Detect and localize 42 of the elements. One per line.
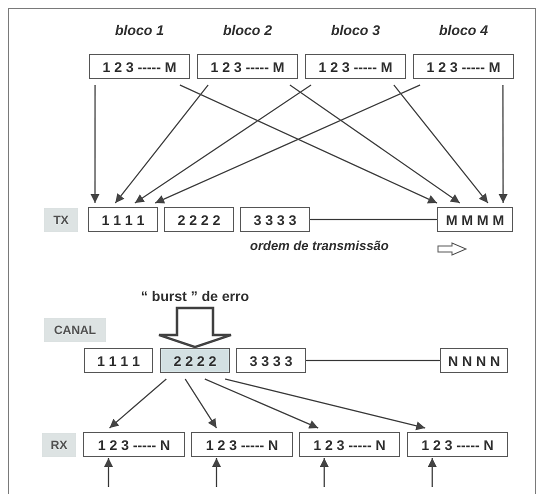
row-tag: CANAL bbox=[44, 318, 106, 342]
block-title: bloco 2 bbox=[222, 22, 273, 38]
arrow bbox=[320, 458, 329, 487]
row-tag: TX bbox=[44, 208, 78, 232]
block-arrow bbox=[158, 306, 232, 348]
data-segment: M M M M bbox=[437, 207, 513, 232]
block-title: bloco 4 bbox=[438, 22, 489, 38]
arrow bbox=[204, 378, 318, 429]
arrow bbox=[104, 458, 113, 487]
arrow bbox=[184, 378, 218, 428]
error-caption: “ burst ” de erro bbox=[120, 288, 270, 306]
arrow bbox=[224, 378, 426, 430]
arrow bbox=[498, 85, 508, 203]
data-segment: N N N N bbox=[440, 348, 508, 373]
data-segment: 1 1 1 1 bbox=[84, 348, 153, 373]
arrow bbox=[393, 84, 488, 204]
data-block: 1 2 3 ----- M bbox=[197, 54, 298, 79]
arrow bbox=[290, 84, 460, 204]
arrow bbox=[90, 85, 100, 203]
arrow bbox=[114, 84, 209, 204]
data-segment: 3 3 3 3 bbox=[240, 207, 310, 232]
data-segment: 1 2 3 ----- N bbox=[299, 432, 400, 457]
data-block: 1 2 3 ----- M bbox=[89, 54, 190, 79]
data-segment: 2 2 2 2 bbox=[164, 207, 234, 232]
connector-line bbox=[310, 218, 437, 220]
block-title: bloco 3 bbox=[330, 22, 381, 38]
arrow bbox=[134, 84, 312, 204]
connector-line bbox=[306, 360, 440, 362]
block-title: bloco 1 bbox=[114, 22, 165, 38]
data-segment: 1 2 3 ----- N bbox=[407, 432, 508, 457]
data-segment: 1 1 1 1 bbox=[88, 207, 158, 232]
data-segment: 3 3 3 3 bbox=[236, 348, 306, 373]
error-segment: 2 2 2 2 bbox=[160, 348, 230, 373]
arrow bbox=[212, 458, 221, 487]
arrow bbox=[109, 378, 167, 428]
data-segment: 1 2 3 ----- N bbox=[191, 432, 293, 457]
arrow bbox=[428, 458, 437, 487]
data-segment: 1 2 3 ----- N bbox=[83, 432, 185, 457]
data-block: 1 2 3 ----- M bbox=[413, 54, 514, 79]
caption-text: ordem de transmissão bbox=[250, 238, 390, 253]
data-block: 1 2 3 ----- M bbox=[305, 54, 406, 79]
row-tag: RX bbox=[42, 433, 76, 457]
